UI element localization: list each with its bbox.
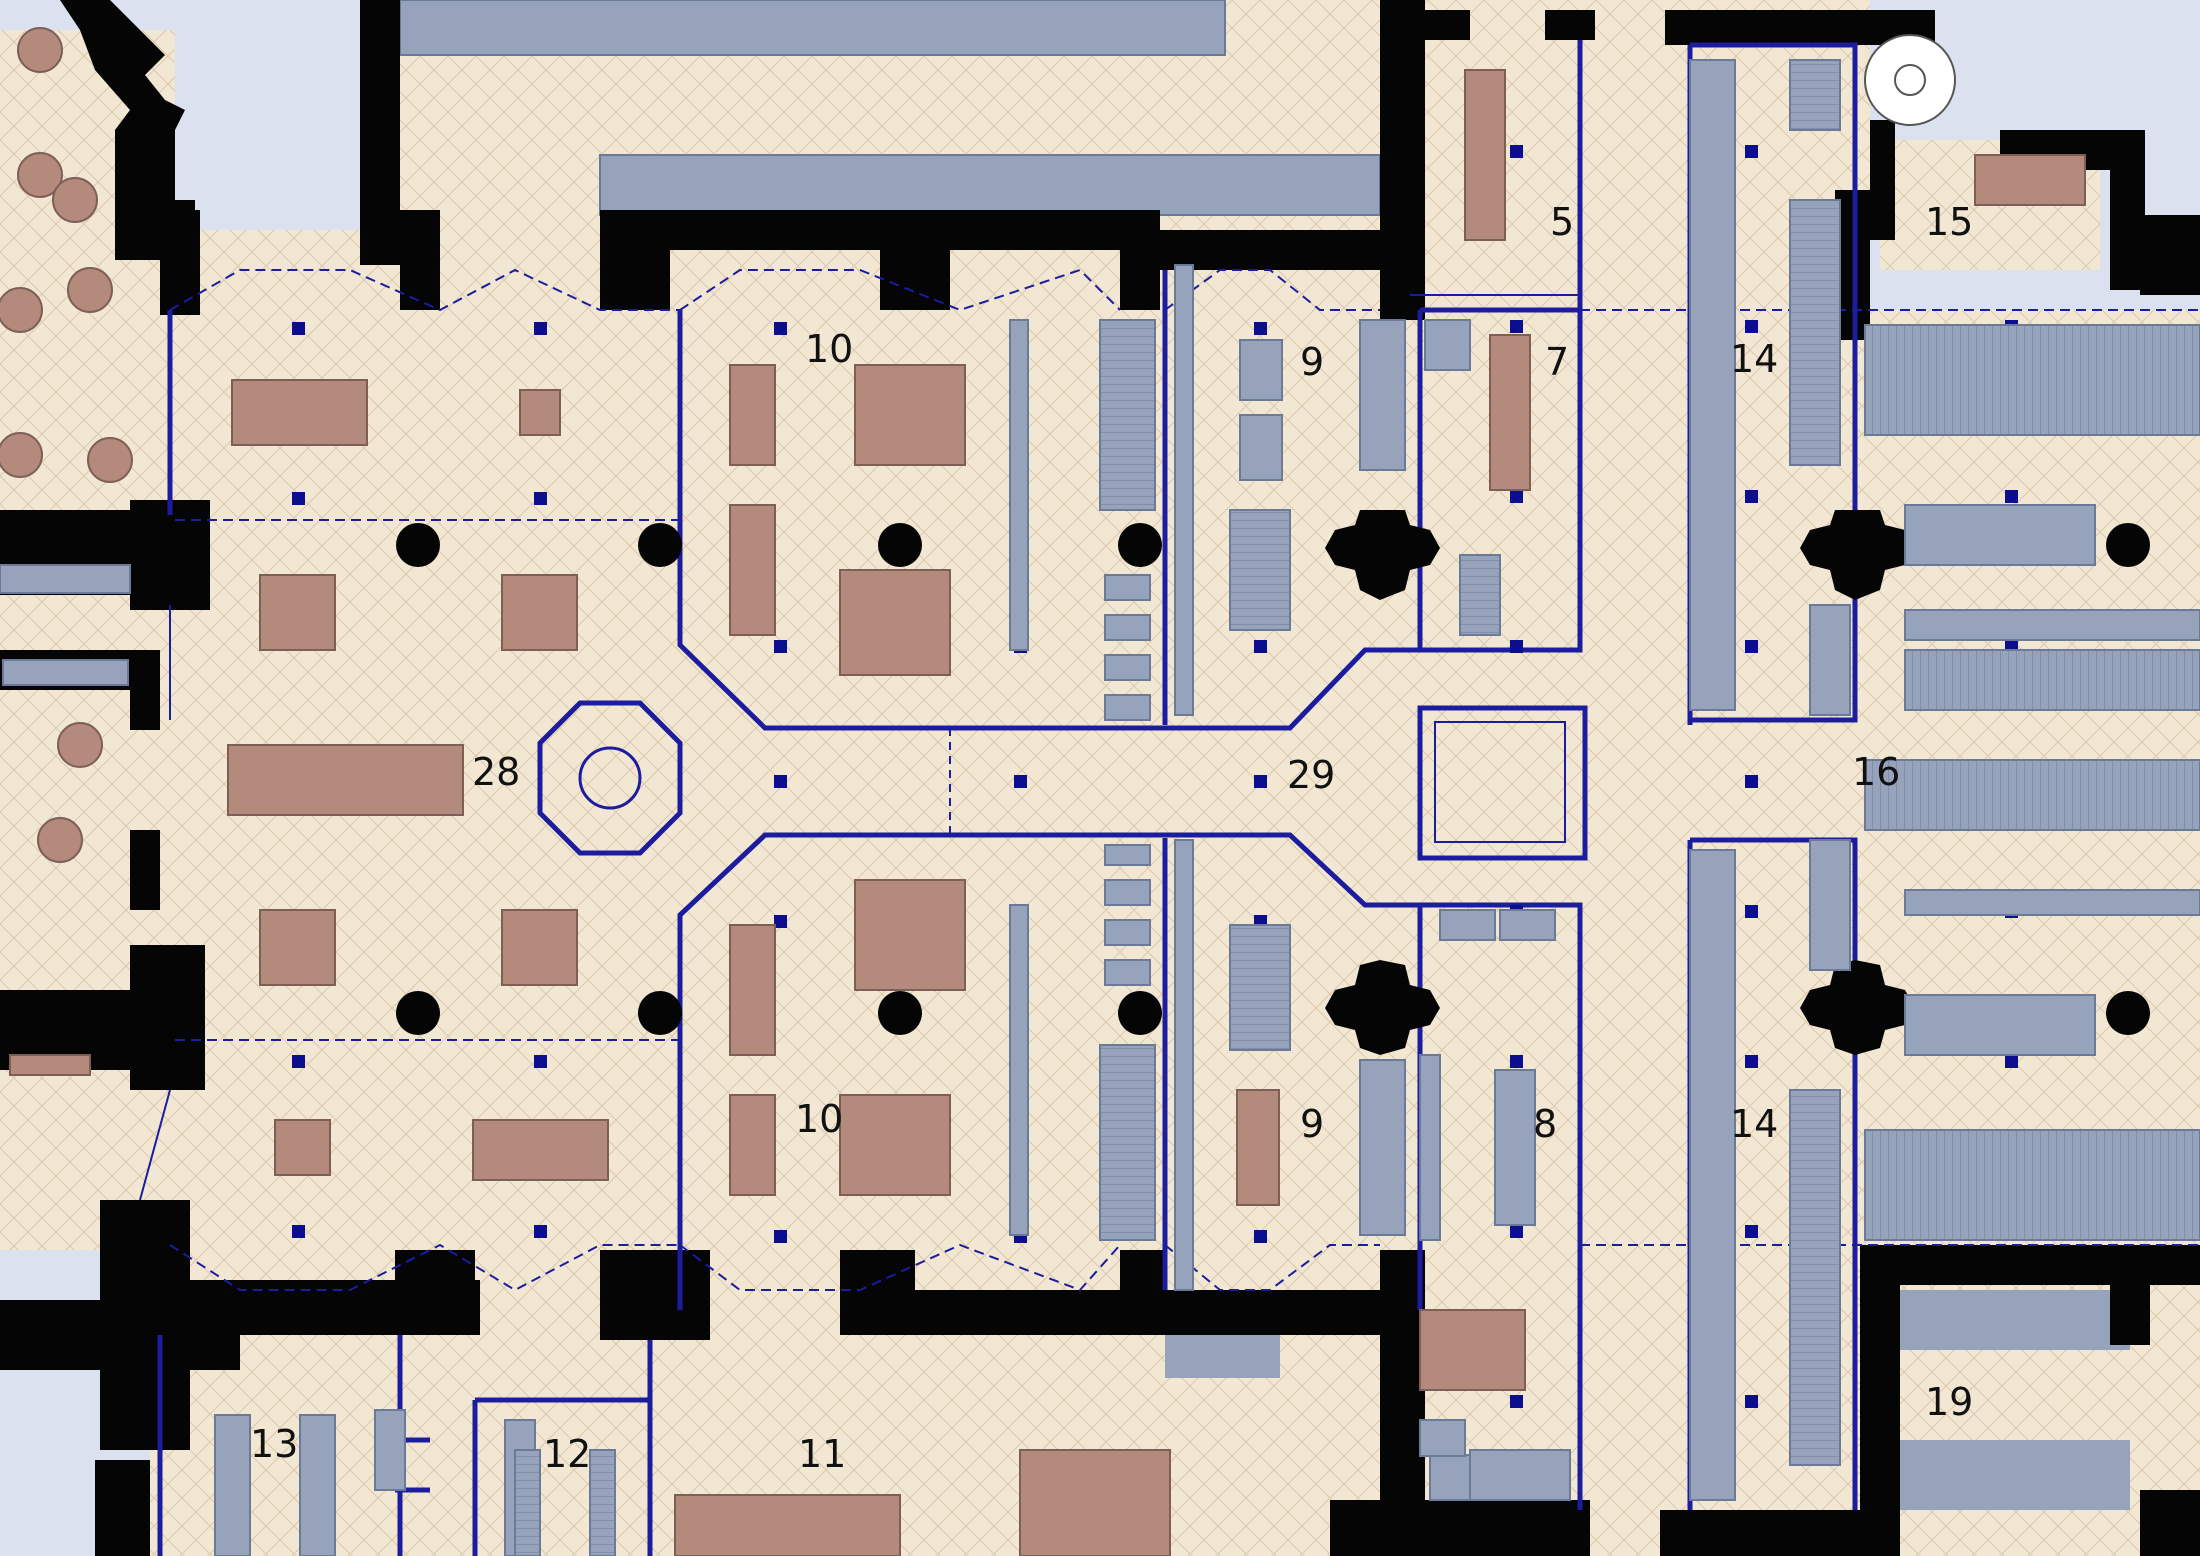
room-label-19: 19	[1925, 1380, 1973, 1424]
room-label-11: 11	[798, 1432, 846, 1476]
grey-furniture	[0, 59, 2200, 1556]
room-label-14-top: 14	[1730, 337, 1778, 381]
room-label-10-bottom: 10	[795, 1097, 843, 1141]
spiral-stair	[537, 700, 683, 856]
piers	[1325, 510, 1915, 1055]
vault-lines	[169, 268, 2200, 1292]
room-label-29: 29	[1287, 753, 1335, 797]
room-label-9-bottom: 9	[1300, 1102, 1324, 1146]
room-label-12: 12	[543, 1432, 591, 1476]
room-label-7: 7	[1545, 340, 1569, 384]
room-label-5: 5	[1550, 200, 1574, 244]
room-label-9-top: 9	[1300, 340, 1324, 384]
columns	[396, 523, 2150, 1035]
room-label-28: 28	[472, 750, 520, 794]
room-label-15: 15	[1925, 200, 1973, 244]
room-labels: 5 7 8 9 9 10 10 11 12 13 14 14 15 16 19 …	[250, 200, 1973, 1476]
spiral-stair-top	[1864, 34, 1956, 126]
room-label-13: 13	[250, 1422, 298, 1466]
room-label-16: 16	[1852, 750, 1900, 794]
room-label-10-top: 10	[805, 327, 853, 371]
wood-furniture	[0, 27, 2086, 1556]
room-label-14-bottom: 14	[1730, 1102, 1778, 1146]
room-label-8: 8	[1533, 1102, 1557, 1146]
